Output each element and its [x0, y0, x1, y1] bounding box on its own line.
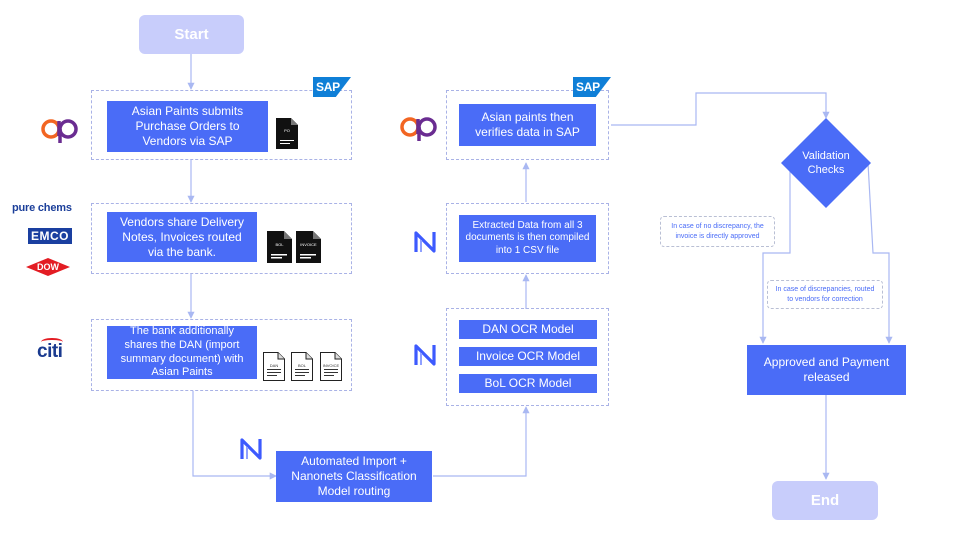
- step-automated-import: Automated Import + Nanonets Classificati…: [276, 451, 432, 502]
- group-ocr: [446, 308, 609, 406]
- edge-bank-to-import: [192, 391, 277, 480]
- asian-paints-logo-left: [41, 119, 78, 143]
- bol-document-outline-icon: BOL: [291, 352, 313, 381]
- bol-document-label: BOL: [275, 242, 284, 247]
- step-dan-ocr: DAN OCR Model: [459, 320, 597, 339]
- dow-logo: DOW: [26, 258, 70, 276]
- emco-logo: EMCO: [28, 228, 72, 244]
- note-no-discrepancy: In case of no discrepancy, the invoice i…: [660, 216, 775, 247]
- po-document-label: PO: [284, 128, 290, 133]
- asian-paints-logo-right: [400, 117, 437, 141]
- step-bol-ocr: BoL OCR Model: [459, 374, 597, 393]
- validation-checks-decision: Validation Checks: [781, 118, 871, 208]
- citi-logo-text: citi: [37, 341, 63, 362]
- step-bank-shares: The bank additionally shares the DAN (im…: [107, 325, 257, 379]
- decision-diamond-shape: [781, 118, 871, 208]
- bol-document-icon: BOL: [267, 231, 292, 263]
- step-approved: Approved and Payment released: [747, 345, 906, 395]
- nanonets-logo-import: [240, 438, 262, 460]
- edge-validation-right: [867, 162, 893, 344]
- step-vendors-share: Vendors share Delivery Notes, Invoices r…: [107, 212, 257, 262]
- invoice-document-outline-icon: INVOICE: [320, 352, 342, 381]
- start-terminal: Start: [139, 15, 244, 54]
- po-document-icon: PO: [276, 118, 298, 149]
- group-bank: [91, 319, 352, 391]
- group-extracted: [446, 203, 609, 274]
- note-discrepancy: In case of discrepancies, routed to vend…: [767, 280, 883, 309]
- citi-logo: citi: [37, 338, 63, 363]
- nanonets-logo-ocr: [414, 344, 436, 366]
- pure-chems-logo: pure chems: [12, 202, 72, 214]
- group-vendors: [91, 203, 352, 274]
- end-terminal: End: [772, 481, 878, 520]
- invoice-outline-document-label: INVOICE: [322, 363, 340, 368]
- step-extracted-data: Extracted Data from all 3 documents is t…: [459, 215, 596, 262]
- edge-validation-left: [759, 163, 791, 344]
- step-submit-po: Asian Paints submits Purchase Orders to …: [107, 101, 268, 152]
- validation-checks-label: Validation Checks: [802, 149, 850, 176]
- invoice-document-icon: INVOICE: [296, 231, 321, 263]
- citi-arc-icon: [41, 338, 63, 346]
- group-verify: [446, 90, 609, 160]
- dan-document-label: DAN: [269, 363, 279, 368]
- bol-outline-document-label: BOL: [297, 363, 306, 368]
- nanonets-logo-extracted: [414, 231, 436, 253]
- step-verify-sap: Asian paints then verifies data in SAP: [459, 104, 596, 146]
- step-invoice-ocr: Invoice OCR Model: [459, 347, 597, 366]
- group-po: [91, 90, 352, 160]
- invoice-document-label: INVOICE: [300, 242, 317, 247]
- edge-import-to-ocr: [433, 406, 530, 477]
- edge-verify-to-validation: [611, 92, 830, 126]
- dan-document-icon: DAN: [263, 352, 285, 381]
